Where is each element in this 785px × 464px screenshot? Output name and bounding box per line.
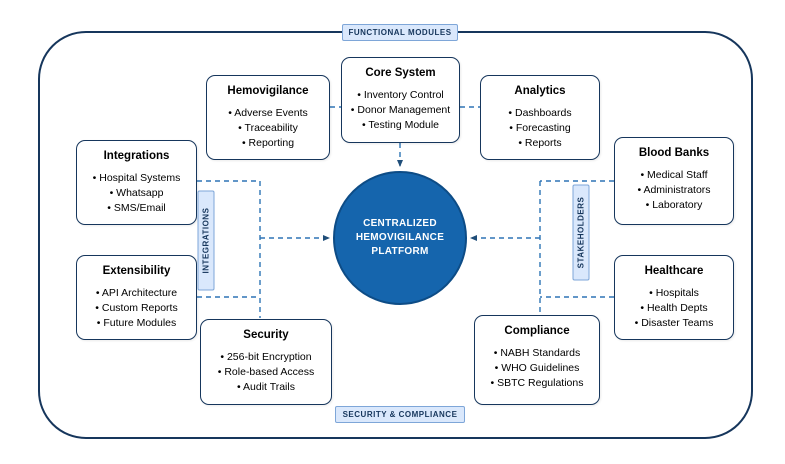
node-item: Adverse Events bbox=[207, 106, 329, 121]
node-item: Whatsapp bbox=[77, 186, 196, 201]
node-core-system: Core System Inventory Control Donor Mana… bbox=[341, 57, 460, 143]
node-item: Traceability bbox=[207, 121, 329, 136]
badge-security-compliance: SECURITY & COMPLIANCE bbox=[335, 406, 465, 423]
node-item: Hospital Systems bbox=[77, 171, 196, 186]
node-title: Hemovigilance bbox=[227, 85, 309, 97]
node-item: Medical Staff bbox=[615, 168, 733, 183]
node-item: NABH Standards bbox=[475, 346, 599, 361]
node-item: Donor Management bbox=[342, 103, 459, 118]
node-item: Disaster Teams bbox=[615, 316, 733, 331]
node-analytics: Analytics Dashboards Forecasting Reports bbox=[480, 75, 600, 160]
node-item: Health Depts bbox=[615, 301, 733, 316]
node-item: Inventory Control bbox=[342, 88, 459, 103]
node-item: SMS/Email bbox=[77, 201, 196, 216]
center-label-line: CENTRALIZED bbox=[363, 218, 437, 229]
node-security: Security 256-bit Encryption Role-based A… bbox=[200, 319, 332, 405]
node-title: Security bbox=[243, 329, 289, 341]
node-title: Compliance bbox=[504, 325, 570, 337]
node-item: Forecasting bbox=[481, 121, 599, 136]
node-item: Future Modules bbox=[77, 316, 196, 331]
node-blood-banks: Blood Banks Medical Staff Administrators… bbox=[614, 137, 734, 225]
node-item: Audit Trails bbox=[201, 380, 331, 395]
node-item: Custom Reports bbox=[77, 301, 196, 316]
node-title: Healthcare bbox=[644, 265, 704, 277]
node-item: Reporting bbox=[207, 136, 329, 151]
node-extensibility: Extensibility API Architecture Custom Re… bbox=[76, 255, 197, 340]
node-item: 256-bit Encryption bbox=[201, 350, 331, 365]
node-title: Extensibility bbox=[102, 265, 171, 277]
node-item: Testing Module bbox=[342, 118, 459, 133]
center-platform-node: CENTRALIZED HEMOVIGILANCE PLATFORM bbox=[333, 171, 467, 305]
node-item: Dashboards bbox=[481, 106, 599, 121]
node-title: Analytics bbox=[514, 85, 566, 97]
node-title: Blood Banks bbox=[638, 147, 710, 159]
center-label-line: PLATFORM bbox=[371, 246, 429, 257]
node-item: SBTC Regulations bbox=[475, 376, 599, 391]
node-item: Laboratory bbox=[615, 198, 733, 213]
node-compliance: Compliance NABH Standards WHO Guidelines… bbox=[474, 315, 600, 405]
node-item: API Architecture bbox=[77, 286, 196, 301]
node-hemovigilance: Hemovigilance Adverse Events Traceabilit… bbox=[206, 75, 330, 160]
center-label-line: HEMOVIGILANCE bbox=[355, 232, 445, 243]
badge-functional-modules: FUNCTIONAL MODULES bbox=[342, 24, 458, 41]
badge-stakeholders: STAKEHOLDERS bbox=[572, 184, 590, 281]
node-item: WHO Guidelines bbox=[475, 361, 599, 376]
node-item: Hospitals bbox=[615, 286, 733, 301]
node-title: Integrations bbox=[103, 150, 170, 162]
node-healthcare: Healthcare Hospitals Health Depts Disast… bbox=[614, 255, 734, 340]
node-integrations: Integrations Hospital Systems Whatsapp S… bbox=[76, 140, 197, 225]
node-item: Reports bbox=[481, 136, 599, 151]
node-item: Role-based Access bbox=[201, 365, 331, 380]
node-item: Administrators bbox=[615, 183, 733, 198]
node-title: Core System bbox=[365, 67, 436, 79]
badge-integrations: INTEGRATIONS bbox=[197, 190, 215, 291]
